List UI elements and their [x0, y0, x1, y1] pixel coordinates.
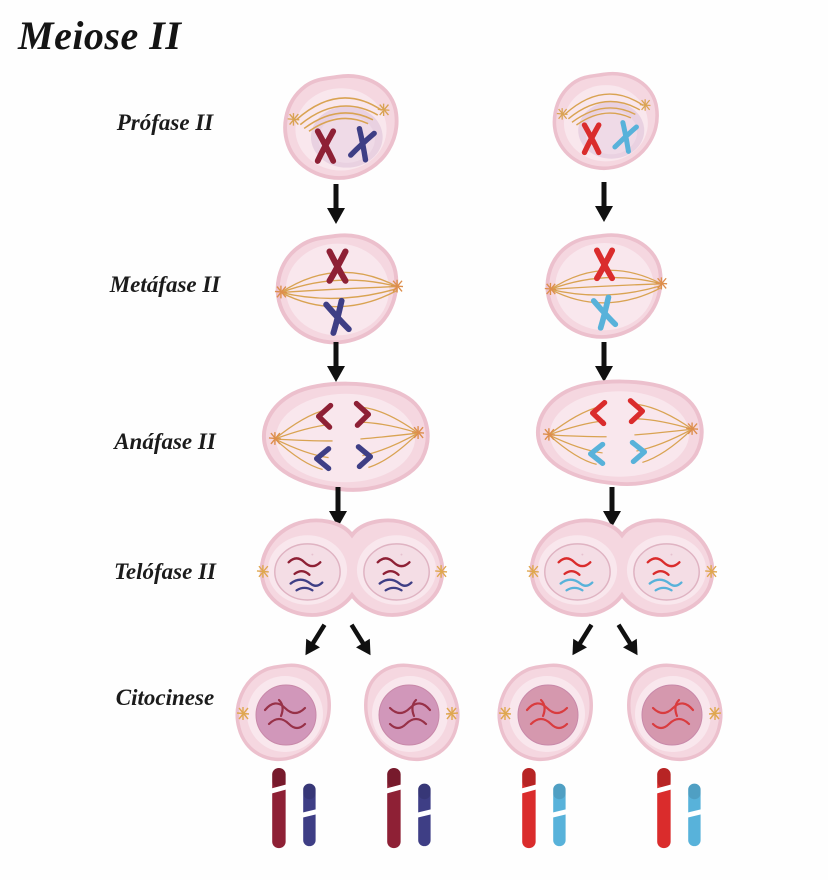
chromosome-pair-right-2	[651, 766, 713, 854]
stage-label-prophase2: Prófase II	[116, 110, 214, 135]
diagram-title: Meiose II	[18, 13, 182, 58]
stage-label-metaphase2: Metáfase II	[109, 272, 221, 297]
prophase2-cell-right	[547, 70, 663, 172]
anaphase2-cell-right	[533, 376, 707, 490]
down-arrow-icon	[594, 182, 614, 222]
stage-label-anaphase2: Anáfase II	[114, 429, 216, 454]
stage-label-cytokinesis: Citocinese	[115, 685, 215, 710]
chromosome-pair-right-1	[516, 766, 578, 854]
daughter-cell-right-2	[625, 662, 725, 762]
metaphase2-cell-right	[541, 230, 669, 346]
daughter-cell-right-1	[495, 662, 595, 762]
telophase2-cell-right	[523, 512, 721, 628]
stage-label-telophase2: Telófase II	[113, 559, 216, 584]
